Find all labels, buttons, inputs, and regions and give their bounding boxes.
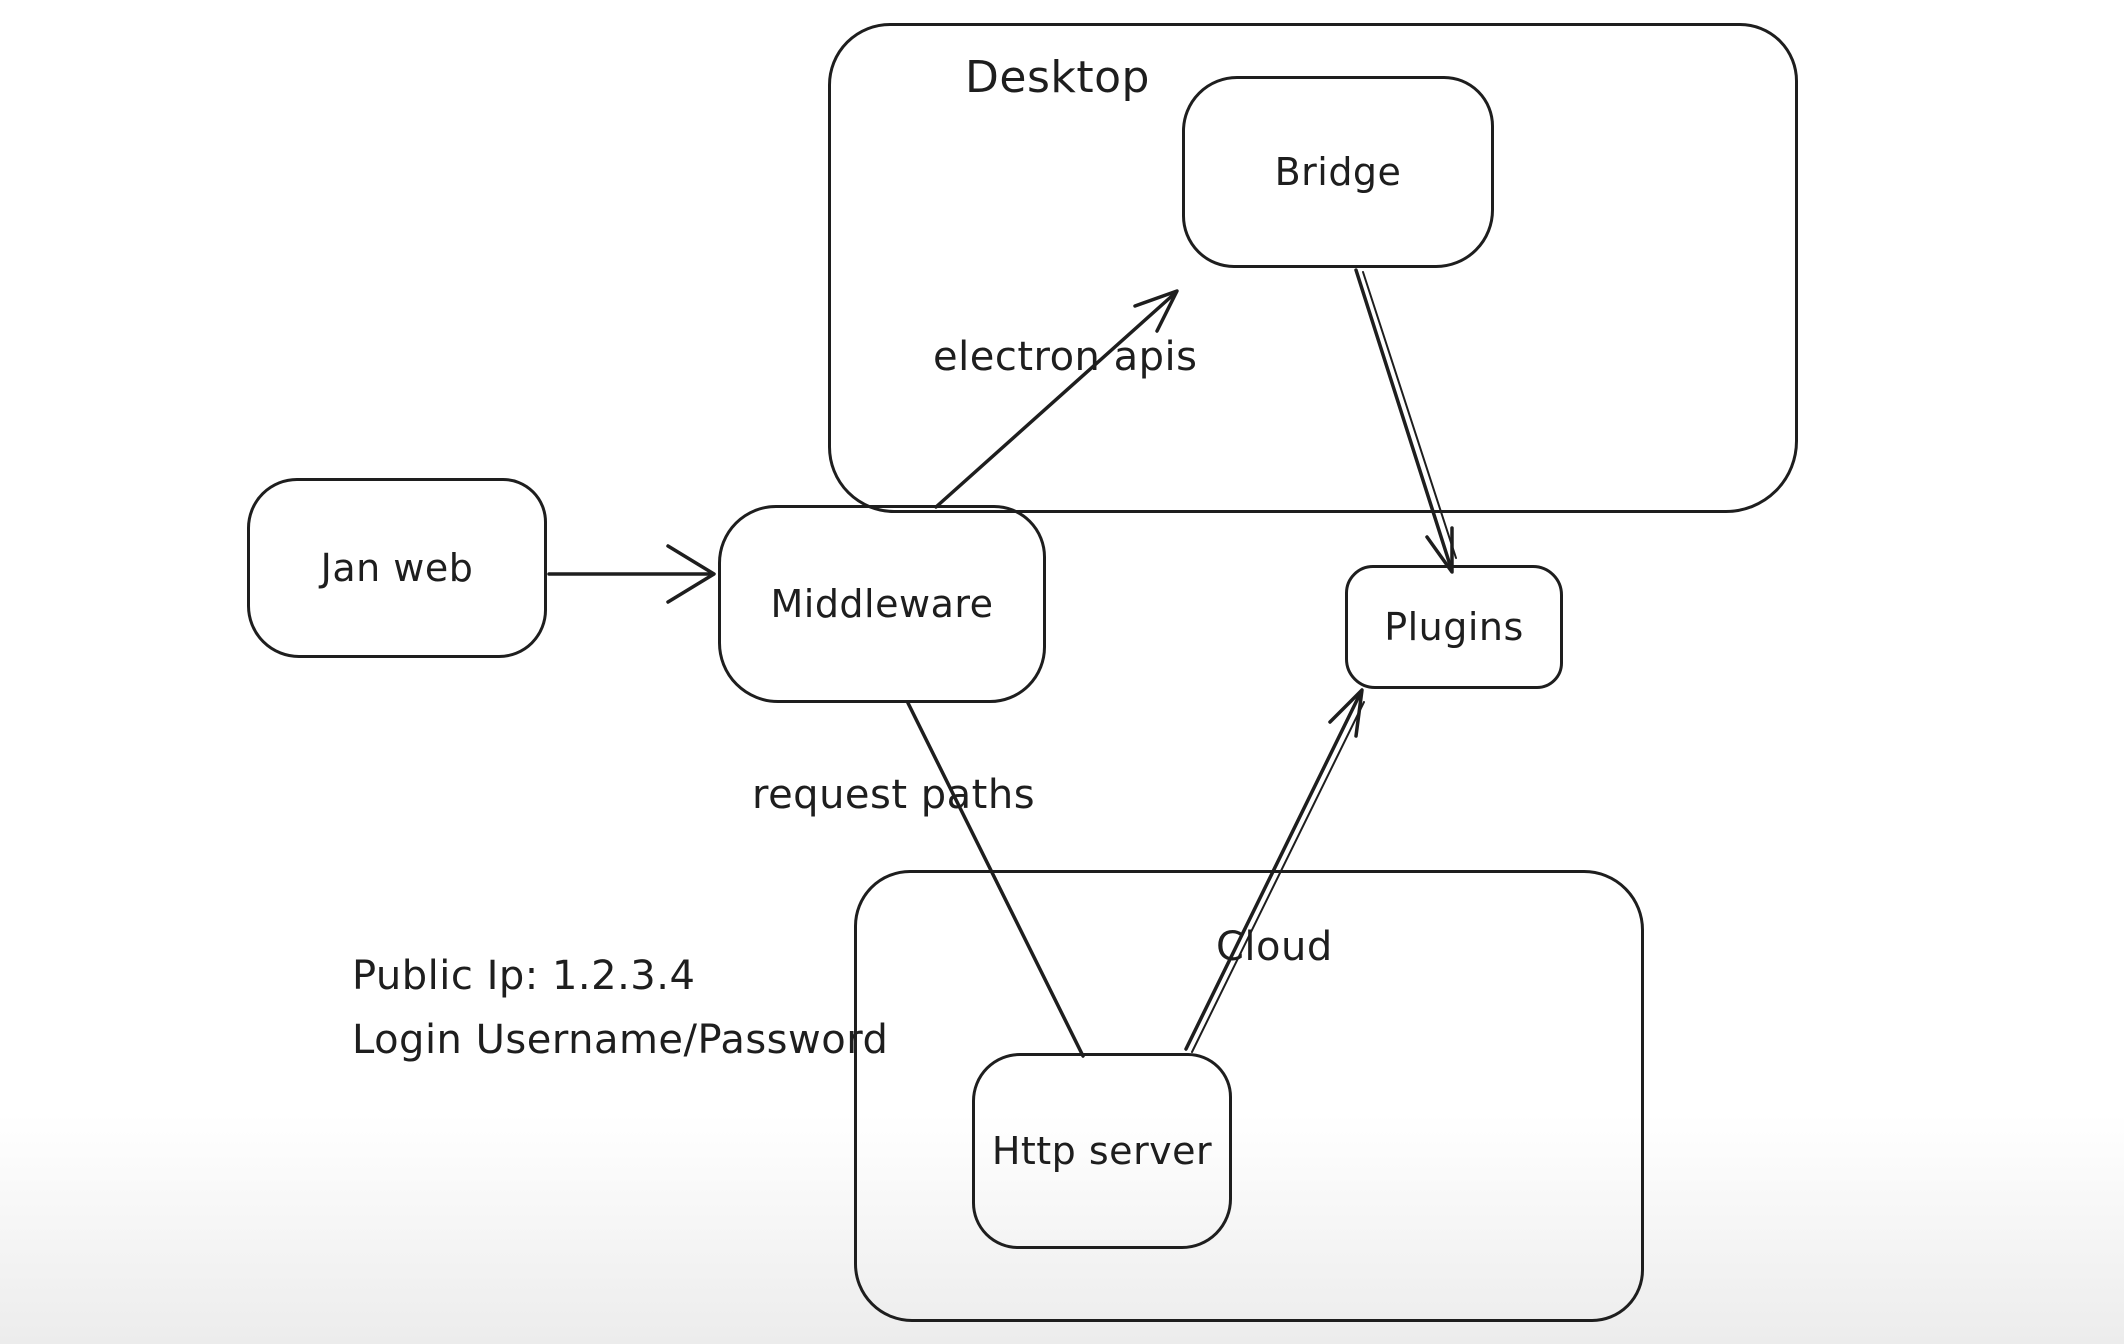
arrow-janweb-to-middleware[interactable] <box>547 544 716 604</box>
node-bridge[interactable]: Bridge <box>1182 76 1494 268</box>
cloud-group-label[interactable]: Cloud <box>1216 924 1333 970</box>
annotation-text[interactable]: Public Ip: 1.2.3.4 Login Username/Passwo… <box>352 944 888 1072</box>
node-bridge-label: Bridge <box>1274 150 1402 194</box>
edge-label-electron-apis[interactable]: electron apis <box>933 334 1198 380</box>
line-middleware-to-httpserver[interactable] <box>906 701 1085 1058</box>
arrow-httpserver-to-plugins[interactable] <box>1184 688 1365 1053</box>
edge-label-request-paths[interactable]: request paths <box>752 772 1036 818</box>
annotation-line-public-ip: Public Ip: 1.2.3.4 <box>352 953 696 999</box>
node-middleware[interactable]: Middleware <box>718 505 1046 703</box>
node-http-server[interactable]: Http server <box>972 1053 1232 1249</box>
node-jan-web[interactable]: Jan web <box>247 478 547 658</box>
annotation-line-login: Login Username/Password <box>352 1017 889 1063</box>
desktop-group-label[interactable]: Desktop <box>965 52 1150 103</box>
arrow-bridge-to-plugins[interactable] <box>1354 268 1457 574</box>
desktop-group-box[interactable] <box>828 23 1798 513</box>
node-plugins[interactable]: Plugins <box>1345 565 1563 689</box>
node-jan-web-label: Jan web <box>320 546 474 590</box>
cloud-group-box[interactable] <box>854 870 1644 1322</box>
node-middleware-label: Middleware <box>770 582 994 626</box>
node-plugins-label: Plugins <box>1384 605 1524 649</box>
bottom-fade-gradient <box>0 1114 2124 1344</box>
node-http-server-label: Http server <box>991 1129 1213 1173</box>
arrow-middleware-to-bridge[interactable] <box>934 289 1179 509</box>
